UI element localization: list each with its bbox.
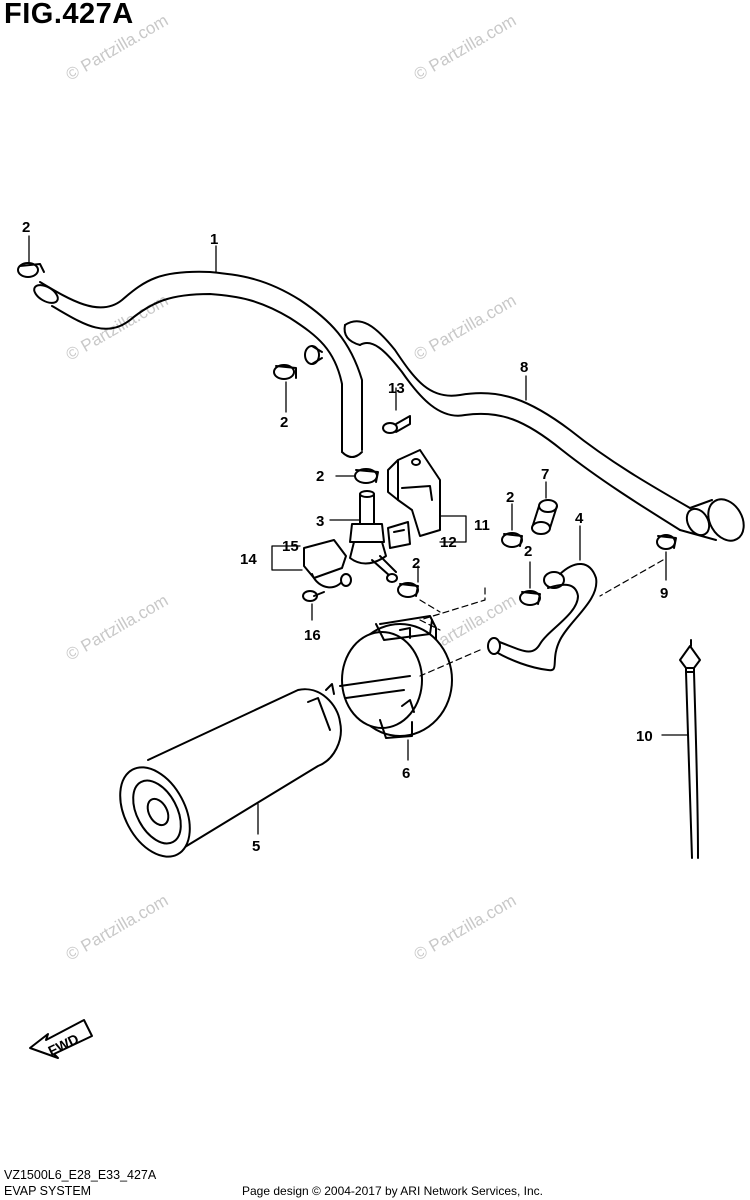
callout-11: 11 [474,517,490,534]
clamp-2[interactable] [17,262,45,278]
copyright: Page design © 2004-2017 by ARI Network S… [242,1184,544,1198]
valve-3[interactable] [349,490,398,583]
callout-10: 10 [636,728,653,745]
bolt-13[interactable] [382,415,411,434]
figure-title: FIG.427A [4,0,134,30]
screw-16[interactable] [302,590,325,602]
clamp-9[interactable] [656,534,677,550]
callout-8: 8 [520,359,528,376]
callout-2: 2 [524,543,532,560]
holder-6[interactable] [341,615,453,739]
cable-tie-10[interactable] [679,639,701,859]
callout-3: 3 [316,513,324,530]
hose-4[interactable] [487,563,598,672]
callout-4: 4 [575,510,584,527]
clamp-2[interactable] [354,468,379,484]
fwd-label: FWD [45,1031,81,1059]
bracket-11[interactable] [387,449,441,537]
pump-5[interactable] [106,675,411,868]
model-code: VZ1500L6_E28_E33_427A [4,1168,157,1182]
callout-13: 13 [388,380,405,397]
hose-7[interactable] [531,499,558,535]
leader-line [419,599,441,613]
callout-2: 2 [506,489,514,506]
callout-leaders [28,235,689,835]
leader-line [419,587,486,631]
callout-15: 15 [282,538,299,555]
callout-12: 12 [440,534,457,551]
clamp-2[interactable] [519,590,541,606]
callout-2: 2 [316,468,324,485]
callout-9: 9 [660,585,668,602]
section-name: EVAP SYSTEM [4,1184,92,1198]
callout-1: 1 [210,231,218,248]
callout-5: 5 [252,838,260,855]
callout-2: 2 [412,555,420,572]
clamp-2[interactable] [397,582,419,598]
leader-line [419,559,664,677]
bracket-12[interactable] [387,521,411,549]
callout-16: 16 [304,627,321,644]
callout-2: 2 [22,219,30,236]
callout-2: 2 [280,414,288,431]
callout-14: 14 [240,551,257,568]
bracket-14[interactable] [303,539,352,589]
clamp-2[interactable] [501,532,523,548]
fwd-arrow [29,1019,93,1059]
callout-6: 6 [402,765,410,782]
hose-1[interactable] [31,270,363,458]
clamp-2[interactable] [273,364,297,380]
callout-7: 7 [541,466,549,483]
hose-8[interactable] [304,320,750,547]
